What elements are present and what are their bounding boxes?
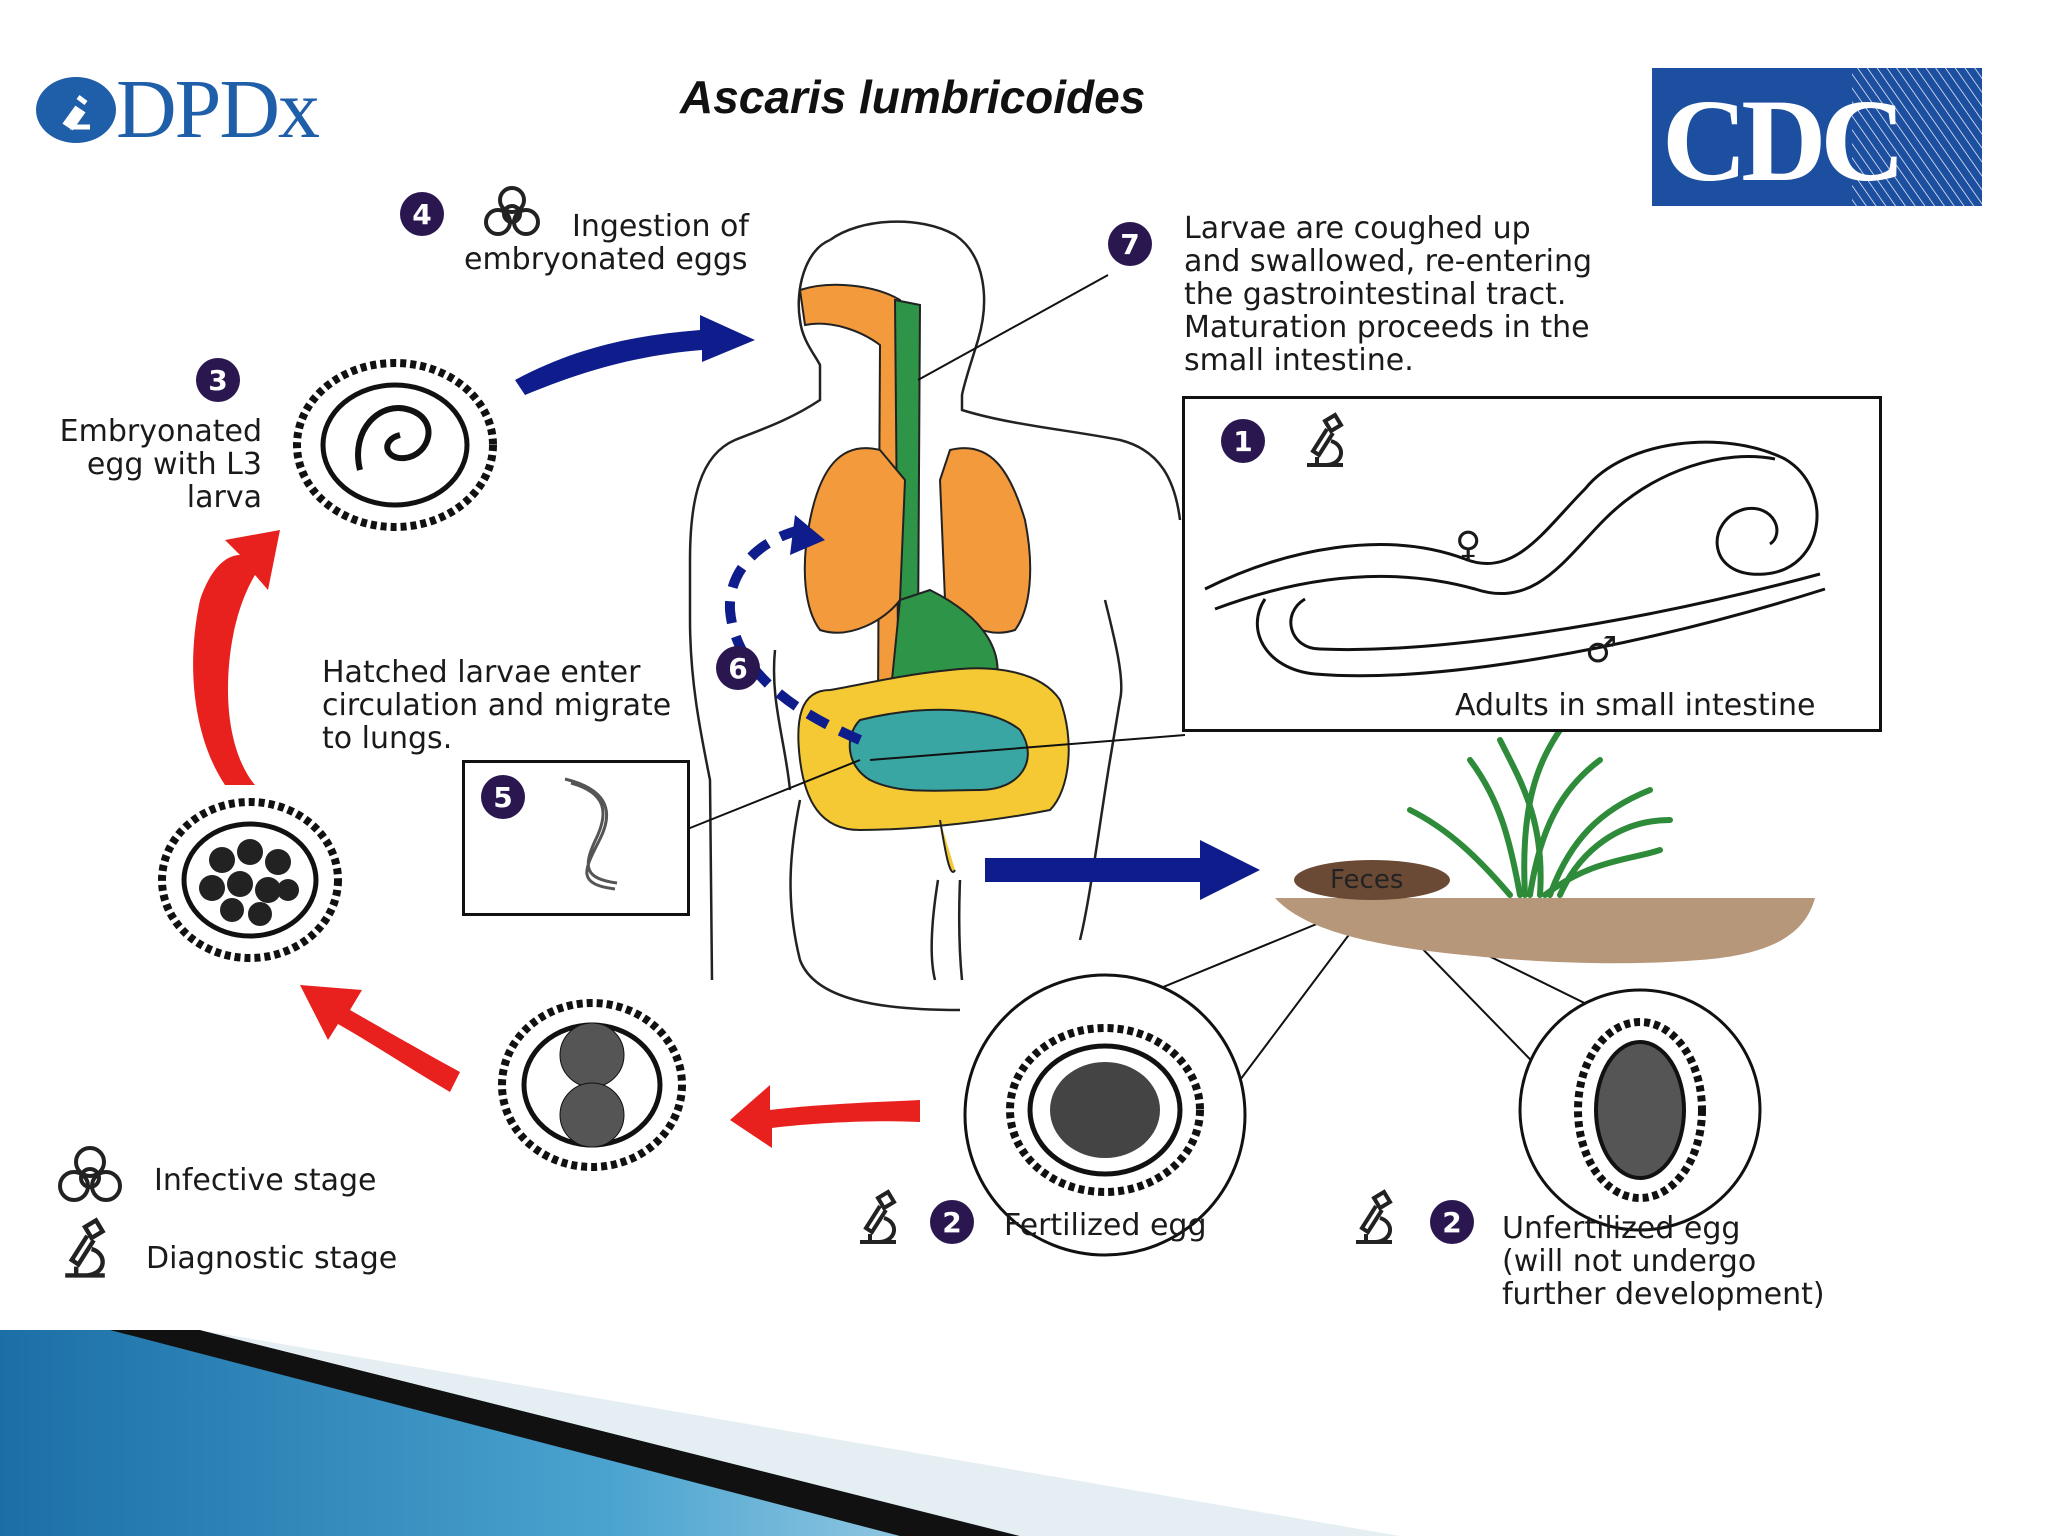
feces-label: Feces	[1330, 865, 1404, 895]
dpdx-logo-emblem	[36, 77, 116, 143]
step6-caption-line1: Hatched larvae enter	[322, 655, 641, 690]
egg-fertilized-circle	[963, 973, 1247, 1257]
step2-fertilized-caption: Fertilized egg	[1004, 1208, 1207, 1243]
step7-caption-line1: Larvae are coughed up	[1184, 211, 1531, 246]
soil	[1275, 898, 1815, 964]
slide-decoration-band	[0, 1330, 1400, 1536]
microscope-icon	[860, 1189, 897, 1244]
hatched-larva-illustration	[564, 777, 618, 891]
step1-caption: Adults in small intestine	[1455, 688, 1816, 723]
step6-caption-line3: to lungs.	[322, 721, 453, 756]
adult-worms-illustration	[1204, 440, 1826, 678]
step5-box: 5	[462, 760, 690, 916]
biohazard-icon	[58, 1146, 122, 1202]
egg-embryonated-l3	[293, 359, 497, 531]
step7-badge: 7	[1108, 222, 1152, 266]
step2-unfertilized-badge: 2	[1430, 1200, 1474, 1244]
legend-infective-label: Infective stage	[154, 1163, 377, 1198]
microscope-icon	[1356, 1189, 1393, 1244]
cdc-logo: CDC	[1652, 68, 1982, 206]
step6-badge: 6	[716, 646, 760, 690]
step3-caption-line1: Embryonated	[59, 414, 262, 449]
left-lung	[803, 447, 907, 634]
dpdx-logo-text: DPDx	[116, 63, 320, 156]
male-symbol: ♂	[1585, 630, 1618, 671]
biohazard-icon	[484, 186, 540, 236]
arrow-morula-to-embryonated	[193, 530, 280, 785]
step7-caption-line2: and swallowed, re-entering	[1184, 244, 1593, 279]
dpdx-logo: DPDx	[36, 63, 320, 156]
life-cycle-diagram	[158, 220, 1815, 1257]
step2-unfertilized-caption-line1: Unfertilized egg	[1502, 1211, 1741, 1246]
step3-badge: 3	[196, 358, 240, 402]
step3-caption-line2: egg with L3	[86, 447, 262, 482]
cdc-logo-text: CDC	[1662, 75, 1900, 206]
egg-two-cell	[498, 999, 686, 1171]
egg-unfertilized-circle	[1518, 988, 1762, 1232]
step1-badge: 1	[1221, 419, 1265, 463]
small-intestine	[848, 708, 1029, 792]
human-body-outline	[688, 220, 1182, 1012]
organs	[797, 283, 1070, 873]
step2-unfertilized-caption-line2: (will not undergo	[1502, 1244, 1757, 1279]
step6-caption-line2: circulation and migrate	[322, 688, 672, 723]
female-symbol: ♀	[1455, 525, 1482, 566]
step7-caption-line4: Maturation proceeds in the	[1184, 310, 1590, 345]
microscope-icon	[65, 1217, 106, 1278]
arrow-to-feces	[985, 840, 1260, 900]
legend: Infective stage Diagnostic stage	[48, 1146, 428, 1296]
female-worm	[1204, 440, 1819, 611]
arrow-larvae-migration	[724, 525, 862, 745]
legend-diagnostic-label: Diagnostic stage	[146, 1241, 398, 1276]
step5-badge: 5	[481, 775, 525, 819]
step7-caption-line3: the gastrointestinal tract.	[1184, 277, 1567, 312]
egg-morula	[158, 798, 342, 962]
step7-caption-line5: small intestine.	[1184, 343, 1414, 378]
feces-blob	[1294, 860, 1450, 900]
arrow-cleavage-to-morula	[300, 985, 460, 1092]
step4-badge: 4	[400, 192, 444, 236]
grass	[1407, 727, 1673, 898]
step3-caption-line3: larva	[186, 480, 262, 515]
microscope-icon	[1307, 412, 1344, 467]
arrow-ingestion	[515, 315, 755, 395]
step4-caption-line1: Ingestion of	[572, 209, 749, 244]
arrow-fertilized-to-cleavage	[730, 1085, 920, 1148]
step2-unfertilized-caption-line3: further development)	[1502, 1277, 1825, 1312]
step4-caption-line2: embryonated eggs	[464, 242, 748, 277]
step2-fertilized-badge: 2	[930, 1200, 974, 1244]
male-worm	[1255, 572, 1826, 678]
diagram-title: Ascaris lumbricoides	[680, 71, 1146, 123]
arrow-larvae-migration-head	[790, 515, 825, 555]
step1-box: 1 ♀ ♂ Adults in small intestine	[1182, 396, 1882, 732]
